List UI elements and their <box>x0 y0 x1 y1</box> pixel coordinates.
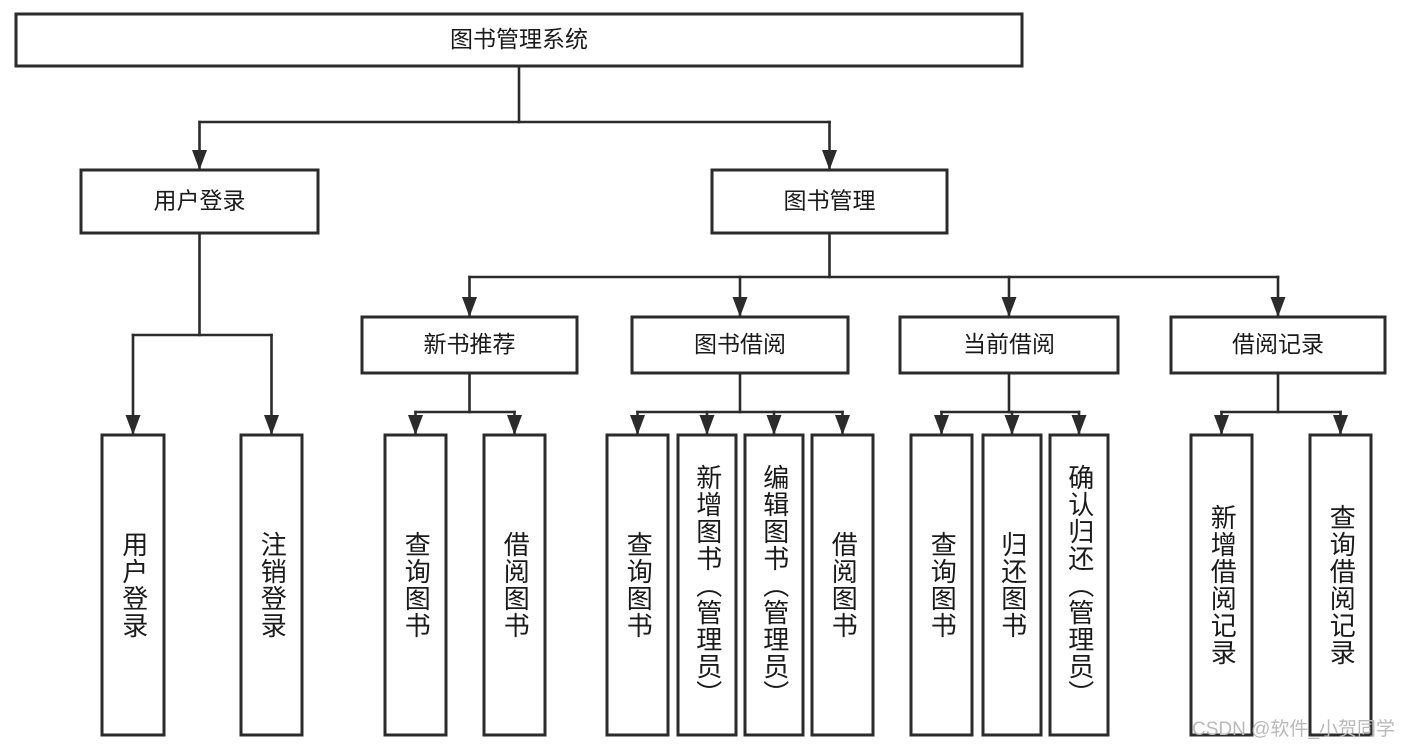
arrow-head-icon <box>264 415 279 435</box>
node-label-borrow-record: 借阅记录 <box>1232 331 1324 357</box>
arrow-head-icon <box>462 297 477 317</box>
node-box-leaf-br-query <box>1308 433 1373 737</box>
node-box-leaf-user-login <box>100 433 166 737</box>
arrow-head-icon <box>1270 297 1286 317</box>
node-box-leaf-logout <box>239 433 304 737</box>
node-box-leaf-br-add <box>1189 433 1254 737</box>
arrow-head-icon <box>408 415 423 435</box>
node-box-book-borrow <box>630 315 850 375</box>
arrow-head-icon <box>1333 415 1348 435</box>
node-box-root <box>14 12 1024 68</box>
node-label-book-manage: 图书管理 <box>784 188 876 214</box>
node-box-new-book-rec <box>360 315 579 375</box>
node-box-user-login <box>79 168 320 235</box>
node-label-root: 图书管理系统 <box>450 26 588 52</box>
arrow-head-icon <box>699 415 715 435</box>
node-box-leaf-bb-borrow <box>810 433 875 737</box>
arrow-head-icon <box>192 150 207 170</box>
node-box-book-manage <box>710 168 949 235</box>
node-label-book-borrow: 图书借阅 <box>694 331 786 357</box>
node-box-leaf-cb-query <box>909 433 974 737</box>
connector-lines-layer <box>125 64 1348 437</box>
node-label-user-login: 用户登录 <box>154 188 246 214</box>
node-label-current-borrow: 当前借阅 <box>963 331 1055 357</box>
arrow-head-icon <box>1071 415 1087 435</box>
node-boxes-layer <box>14 12 1387 737</box>
node-box-leaf-bb-edit <box>743 433 805 737</box>
arrow-head-icon <box>934 415 949 435</box>
node-box-leaf-rec-borrow <box>482 433 547 737</box>
arrow-head-icon <box>766 415 782 435</box>
arrow-head-icon <box>1214 415 1229 435</box>
node-box-leaf-bb-add <box>676 433 738 737</box>
node-box-current-borrow <box>898 315 1120 375</box>
node-box-leaf-bb-query <box>605 433 670 737</box>
arrow-head-icon <box>630 415 645 435</box>
arrow-head-icon <box>732 297 748 317</box>
arrow-head-icon <box>1004 415 1020 435</box>
arrow-head-icon <box>835 415 850 435</box>
node-box-borrow-record <box>1169 315 1387 375</box>
arrow-head-icon <box>507 415 522 435</box>
node-label-new-book-rec: 新书推荐 <box>424 331 516 357</box>
arrow-head-icon <box>1001 297 1017 317</box>
node-box-leaf-rec-query <box>383 433 448 737</box>
csdn-watermark: CSDN @软件_小贺同学 <box>1192 719 1395 740</box>
node-box-leaf-cb-return <box>981 433 1043 737</box>
arrow-head-icon <box>822 150 837 170</box>
arrow-head-icon <box>125 415 141 435</box>
node-box-leaf-cb-confirm <box>1048 433 1110 737</box>
